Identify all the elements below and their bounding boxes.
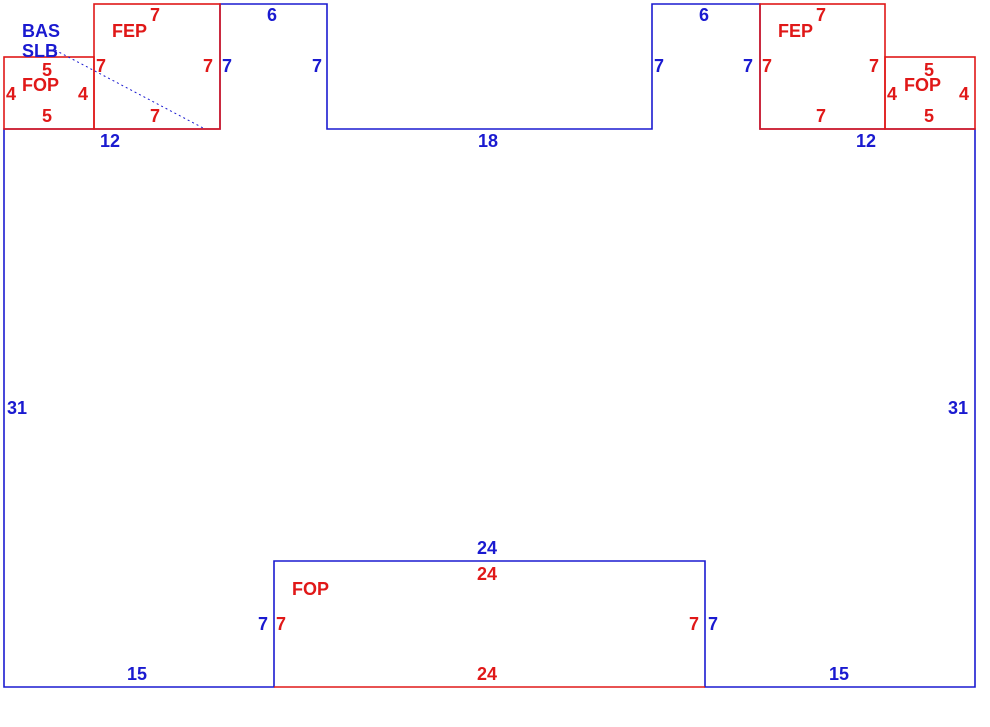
dim-fep-right-top: 7 — [816, 5, 826, 25]
dim-notch-right-top: 6 — [699, 5, 709, 25]
dim-fop-right-top: 5 — [924, 60, 934, 80]
dim-fep-left-bottom: 7 — [150, 106, 160, 126]
dim-fep-right-bottom: 7 — [816, 106, 826, 126]
dim-fop-bottom-left: 7 — [276, 614, 286, 634]
fop-left-area — [3, 56, 95, 130]
dim-notch-right-right: 7 — [743, 56, 753, 76]
dim-base-bottom-right: 15 — [829, 664, 849, 684]
dim-fep-left-top: 7 — [150, 5, 160, 25]
area-label-fop-right: FOP — [904, 75, 941, 95]
dim-notch-left-top: 6 — [267, 5, 277, 25]
dim-fop-left-top: 5 — [42, 60, 52, 80]
dim-fep-right-left: 7 — [762, 56, 772, 76]
dim-base-right-side: 31 — [948, 398, 968, 418]
dim-fop-left-right: 4 — [78, 84, 88, 104]
dim-fep-right-right: 7 — [869, 56, 879, 76]
dim-base-top-right: 12 — [856, 131, 876, 151]
area-label-fop-bottom: FOP — [292, 579, 329, 599]
dim-fop-right-left: 4 — [887, 84, 897, 104]
area-label-fop-left: FOP — [22, 75, 59, 95]
dim-fop-right-bottom: 5 — [924, 106, 934, 126]
dim-recess-left: 7 — [258, 614, 268, 634]
dim-recess-top: 24 — [477, 538, 497, 558]
dim-fop-left-left: 4 — [6, 84, 16, 104]
fop-right-area — [884, 56, 976, 130]
area-label-bas: BAS — [22, 21, 60, 41]
dim-fep-left-left: 7 — [96, 56, 106, 76]
dim-fop-left-bottom: 5 — [42, 106, 52, 126]
base-leader-line — [54, 49, 206, 130]
dim-notch-left-right: 7 — [312, 56, 322, 76]
area-label-slb: SLB — [22, 41, 58, 61]
dim-fop-right-right: 4 — [959, 84, 969, 104]
dim-base-bottom-left: 15 — [127, 664, 147, 684]
dim-base-top-left: 12 — [100, 131, 120, 151]
dim-base-left-side: 31 — [7, 398, 27, 418]
dim-notch-right-left: 7 — [654, 56, 664, 76]
dim-fop-bottom-bottom: 24 — [477, 664, 497, 684]
dim-fop-bottom-right: 7 — [689, 614, 699, 634]
dim-base-top-middle: 18 — [478, 131, 498, 151]
dim-fop-bottom-top: 24 — [477, 564, 497, 584]
area-label-fep-left: FEP — [112, 21, 147, 41]
dim-fep-left-right: 7 — [203, 56, 213, 76]
dim-recess-right: 7 — [708, 614, 718, 634]
dim-notch-left-left: 7 — [222, 56, 232, 76]
area-label-fep-right: FEP — [778, 21, 813, 41]
